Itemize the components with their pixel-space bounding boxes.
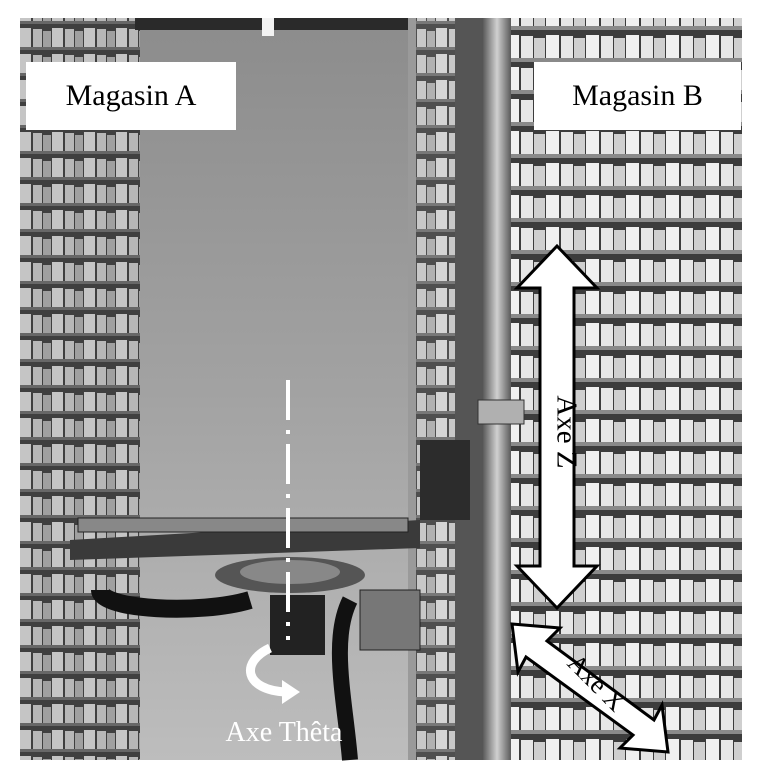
axe-x-arrow [510, 622, 670, 754]
axe-z-label: Axe Z [550, 395, 583, 469]
axe-z-arrow [513, 243, 601, 611]
magasin-b-label: Magasin B [534, 62, 741, 130]
axe-theta-arrow [246, 643, 287, 697]
axe-theta-label: Axe Thêta [225, 717, 343, 748]
magasin-a-label: Magasin A [26, 62, 236, 130]
